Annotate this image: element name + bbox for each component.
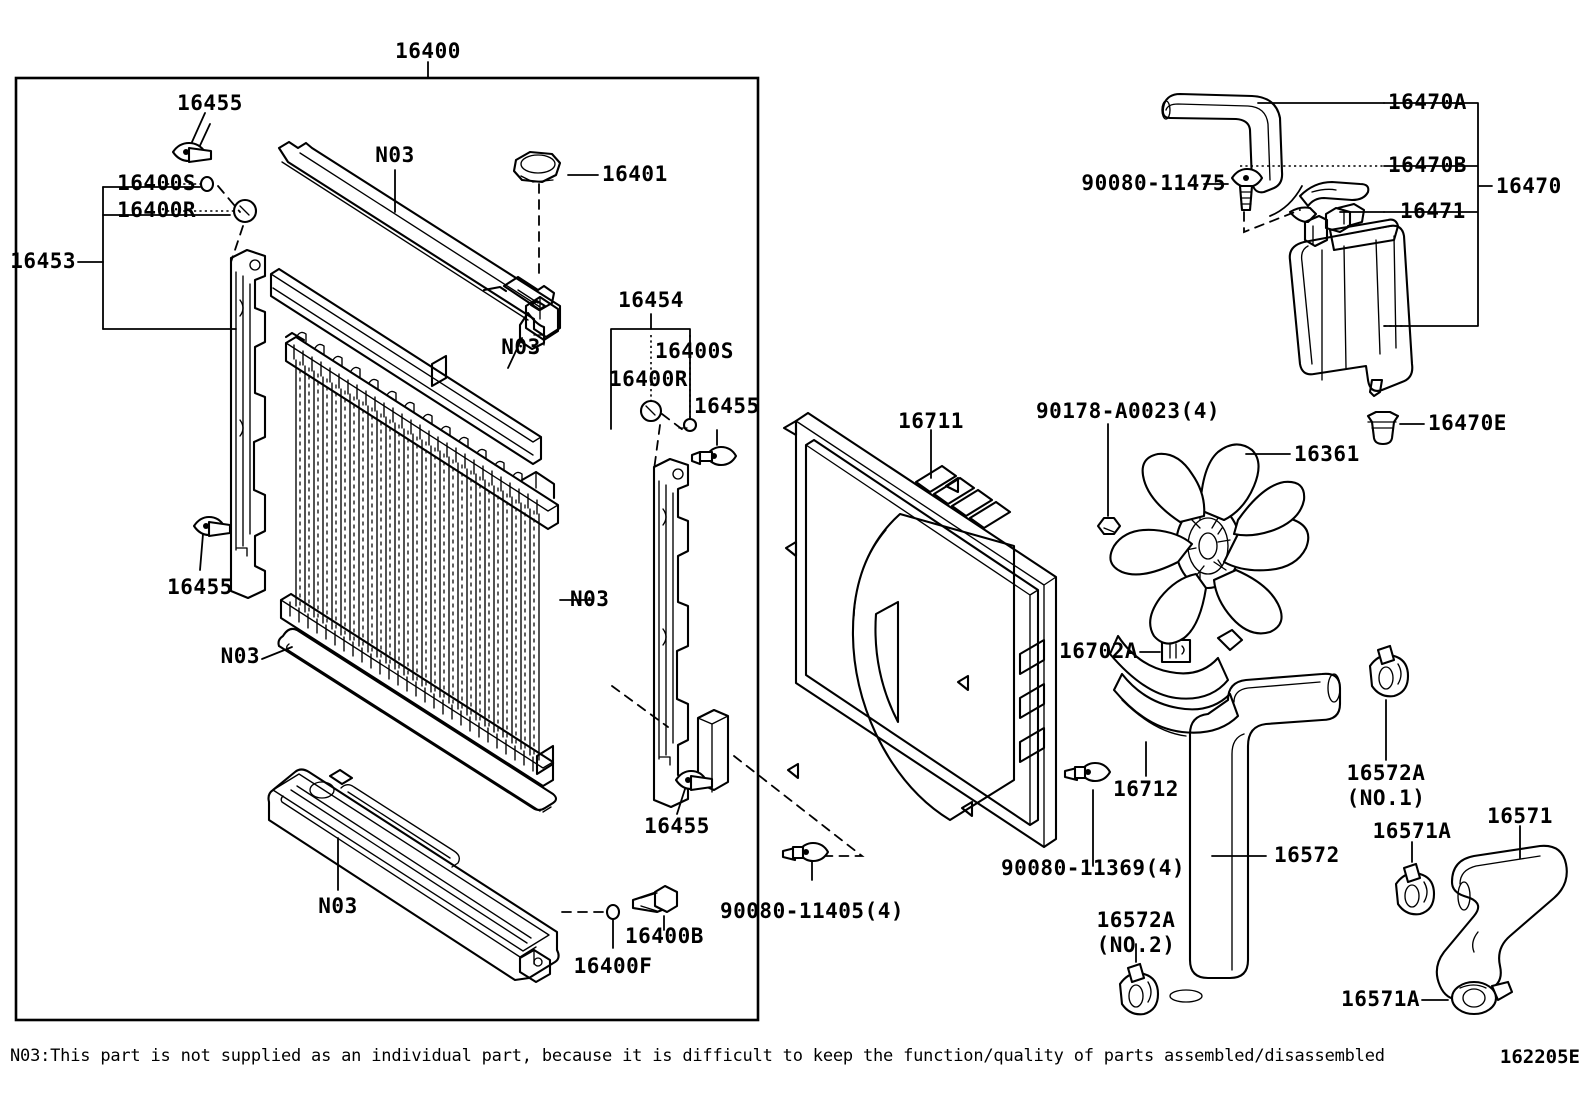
label-90080-11369: 90080-11369(4) bbox=[1000, 856, 1186, 880]
part-16571A-lower-clamp bbox=[1421, 980, 1514, 1016]
label-16400R-a: 16400R bbox=[117, 198, 196, 222]
label-16572A-no1-l1: 16572A bbox=[1346, 761, 1426, 785]
label-16572: 16572 bbox=[1274, 843, 1340, 867]
label-16455-b: 16455 bbox=[694, 394, 760, 418]
part-16571A-upper-clamp bbox=[1394, 841, 1436, 916]
label-16454: 16454 bbox=[618, 288, 684, 312]
label-16400: 16400 bbox=[395, 39, 461, 63]
label-N03-seal-lower: N03 bbox=[220, 644, 260, 668]
dash-shroud-mount bbox=[611, 685, 865, 857]
part-16470B-tank bbox=[1240, 165, 1414, 398]
label-16455-d: 16455 bbox=[644, 814, 710, 838]
part-upper-tank bbox=[277, 140, 562, 351]
label-N03-lower-tank: N03 bbox=[318, 894, 358, 918]
label-90080-11475: 90080-11475 bbox=[1081, 171, 1226, 195]
leader-16454 bbox=[610, 313, 691, 430]
label-16470A: 16470A bbox=[1388, 90, 1467, 114]
label-16572A-no2-l1: 16572A bbox=[1096, 908, 1176, 932]
label-16572A-no2-l2: (NO.2) bbox=[1096, 933, 1176, 957]
label-16400S-b: 16400S bbox=[655, 339, 734, 363]
part-16455-right-upper bbox=[690, 429, 738, 467]
part-16572-hose bbox=[1169, 672, 1342, 1003]
part-16400B-drain-cock bbox=[631, 884, 679, 931]
part-16471-bracket bbox=[1288, 180, 1385, 224]
label-N03-top: N03 bbox=[375, 143, 415, 167]
leader-lines-box bbox=[191, 112, 593, 891]
label-N03-core: N03 bbox=[570, 587, 610, 611]
assembly-boundary-box bbox=[14, 76, 760, 1022]
part-16470A-hose bbox=[1161, 92, 1385, 194]
label-16470B: 16470B bbox=[1388, 153, 1467, 177]
part-16400R-upper bbox=[167, 198, 258, 224]
part-16712-seal bbox=[1108, 628, 1244, 777]
leader-16453 bbox=[77, 186, 237, 330]
part-lower-seal bbox=[277, 627, 558, 813]
label-16470: 16470 bbox=[1496, 174, 1562, 198]
label-16361: 16361 bbox=[1294, 442, 1360, 466]
part-radiator-core bbox=[279, 331, 560, 788]
label-16400R-b: 16400R bbox=[609, 367, 688, 391]
part-16400R-right bbox=[639, 399, 663, 423]
label-16400B: 16400B bbox=[625, 924, 704, 948]
label-16571A-a: 16571A bbox=[1372, 819, 1452, 843]
part-16455-left-lower bbox=[192, 515, 232, 571]
part-16400S-upper bbox=[167, 175, 215, 193]
part-upper-seal bbox=[269, 267, 543, 466]
label-16571: 16571 bbox=[1487, 804, 1553, 828]
label-16711: 16711 bbox=[898, 409, 964, 433]
part-16571-hose bbox=[1435, 825, 1568, 1001]
part-16470E-cap bbox=[1366, 410, 1425, 446]
part-16454-support bbox=[652, 457, 690, 809]
part-90080-11369-bolt bbox=[1063, 761, 1112, 867]
part-lower-tank bbox=[267, 768, 560, 984]
label-16455-a: 16455 bbox=[177, 91, 243, 115]
diagram-footnote: N03:This part is not supplied as an indi… bbox=[10, 1046, 1385, 1066]
label-16572A-no1-l2: (NO.1) bbox=[1346, 786, 1426, 810]
leader-16470 bbox=[1383, 102, 1493, 327]
part-16453-support bbox=[229, 248, 267, 600]
label-16455-c: 16455 bbox=[167, 575, 233, 599]
label-90080-11405: 90080-11405(4) bbox=[719, 899, 905, 923]
part-16361-fan bbox=[1109, 443, 1310, 645]
part-16711-shroud bbox=[782, 411, 1058, 849]
label-16400F: 16400F bbox=[573, 954, 653, 978]
label-16712: 16712 bbox=[1113, 777, 1179, 801]
part-16455-right-lower bbox=[674, 769, 714, 815]
label-16400S-a: 16400S bbox=[117, 171, 196, 195]
label-16401: 16401 bbox=[602, 162, 668, 186]
label-16702A: 16702A bbox=[1059, 639, 1138, 663]
part-90178-A0023-nut bbox=[1096, 423, 1122, 536]
label-16470E: 16470E bbox=[1428, 411, 1507, 435]
part-16455-upper-left bbox=[171, 123, 213, 164]
dash-16400-left-mount bbox=[217, 185, 244, 263]
label-16453: 16453 bbox=[10, 249, 76, 273]
part-16401-cap bbox=[512, 150, 599, 279]
part-90080-11405-bolt bbox=[781, 841, 830, 881]
part-16572A-no2-clamp bbox=[1118, 943, 1160, 1016]
part-16400S-right bbox=[682, 417, 698, 433]
label-90178-A0023: 90178-A0023(4) bbox=[1035, 399, 1221, 423]
part-16400F-oring bbox=[561, 903, 621, 949]
diagram-id: 162205E bbox=[1499, 1046, 1580, 1068]
part-90080-11475-bolt bbox=[1203, 167, 1301, 234]
label-16471: 16471 bbox=[1400, 199, 1466, 223]
part-16572A-no1-clamp bbox=[1368, 644, 1410, 761]
label-N03-tank-top: N03 bbox=[501, 335, 541, 359]
label-16571A-b: 16571A bbox=[1341, 987, 1420, 1011]
